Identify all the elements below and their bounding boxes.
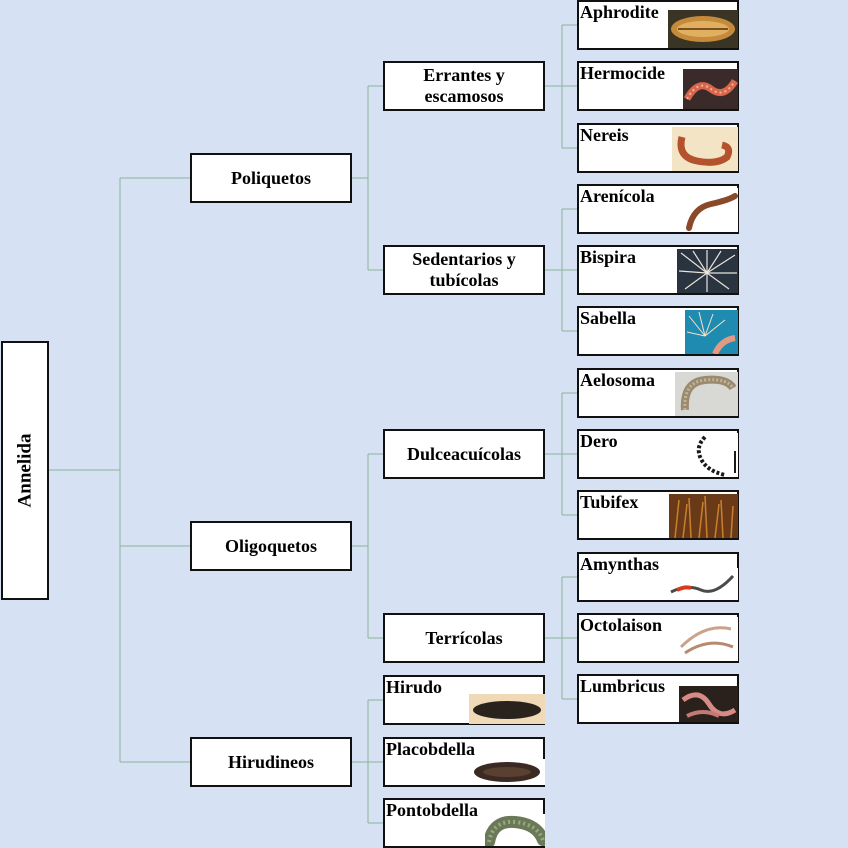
- genus-label: Aelosoma: [580, 370, 655, 390]
- genus-node-tubifex: Tubifex: [577, 490, 739, 540]
- nereis-photo: [672, 127, 738, 171]
- hirudo-photo: [469, 694, 545, 724]
- subgroup-label: Terrícolas: [425, 627, 503, 648]
- genus-label: Dero: [580, 431, 618, 451]
- subgroup-node-sedentarios: Sedentarios y tubícolas: [383, 245, 545, 295]
- subgroup-label: Sedentarios y tubícolas: [412, 249, 516, 290]
- tubifex-photo: [669, 494, 738, 538]
- subgroup-node-dulceacuicolas: Dulceacuícolas: [383, 429, 545, 479]
- genus-label: Amynthas: [580, 554, 660, 574]
- class-label: Poliquetos: [230, 167, 311, 188]
- genus-node-lumbricus: Lumbricus: [577, 674, 739, 724]
- genus-node-aphrodite: Aphrodite: [577, 0, 739, 50]
- class-node-hirudineos: Hirudineos: [190, 737, 352, 787]
- genus-label: Placobdella: [386, 739, 475, 759]
- genus-node-arenicola: Arenícola: [577, 184, 739, 234]
- genus-label: Hirudo: [386, 677, 443, 697]
- genus-label: Sabella: [580, 308, 637, 328]
- class-label: Hirudineos: [227, 751, 315, 772]
- genus-node-placobdella: Placobdella: [383, 737, 545, 787]
- subgroup-label: Dulceacuícolas: [407, 443, 521, 464]
- genus-label: Pontobdella: [386, 800, 479, 820]
- genus-node-nereis: Nereis: [577, 123, 739, 173]
- lumbricus-photo: [679, 686, 738, 722]
- genus-label: Octolaison: [580, 615, 663, 635]
- root-label: Annelida: [14, 433, 36, 508]
- genus-node-hermocide: Hermocide: [577, 61, 739, 111]
- genus-label: Aphrodite: [580, 2, 659, 22]
- aelosoma-photo: [675, 372, 738, 416]
- genus-label: Arenícola: [580, 186, 655, 206]
- subgroup-node-errantes: Errantes y escamosos: [383, 61, 545, 111]
- genus-node-dero: Dero: [577, 429, 739, 479]
- hermocide-photo: [683, 69, 738, 109]
- genus-node-hirudo: Hirudo: [383, 675, 545, 725]
- aphrodite-photo: [668, 10, 738, 48]
- subgroup-node-terricolas: Terrícolas: [383, 613, 545, 663]
- class-node-poliquetos: Poliquetos: [190, 153, 352, 203]
- bispira-photo: [677, 249, 738, 293]
- genus-label: Tubifex: [580, 492, 639, 512]
- genus-label: Nereis: [580, 125, 629, 145]
- pontobdella-photo: [485, 814, 545, 846]
- sabella-photo: [685, 310, 738, 354]
- class-label: Oligoquetos: [224, 535, 317, 556]
- genus-label: Lumbricus: [580, 676, 666, 696]
- genus-node-octolaison: Octolaison: [577, 613, 739, 663]
- genus-node-aelosoma: Aelosoma: [577, 368, 739, 418]
- genus-label: Bispira: [580, 247, 637, 267]
- amynthas-photo: [667, 568, 738, 600]
- subgroup-label: Errantes y escamosos: [423, 65, 505, 106]
- genus-node-amynthas: Amynthas: [577, 552, 739, 602]
- genus-label: Hermocide: [580, 63, 665, 83]
- root-node-annelida: Annelida: [1, 341, 49, 600]
- arenicola-photo: [683, 188, 738, 232]
- genus-node-pontobdella: Pontobdella: [383, 798, 545, 848]
- genus-node-sabella: Sabella: [577, 306, 739, 356]
- placobdella-photo: [469, 759, 545, 785]
- genus-node-bispira: Bispira: [577, 245, 739, 295]
- class-node-oligoquetos: Oligoquetos: [190, 521, 352, 571]
- octolaison-photo: [675, 617, 738, 661]
- dero-photo: [685, 433, 738, 477]
